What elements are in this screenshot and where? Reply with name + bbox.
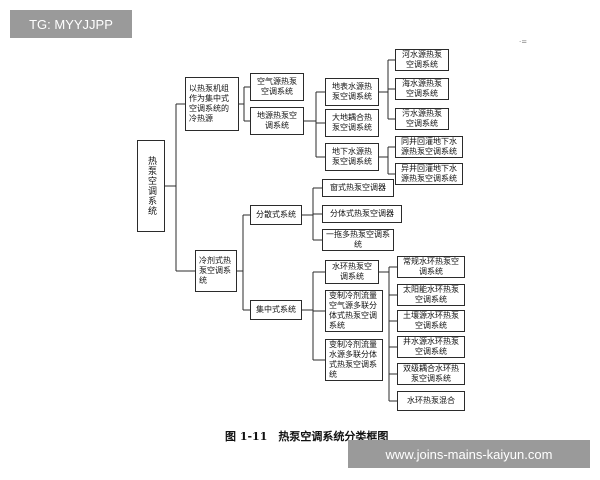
node-same-well: 同井回灌地下水源热泵空调系统 [395,136,463,158]
node-distributed: 分散式系统 [250,205,302,225]
node-solar-loop: 太阳能水环热泵空调系统 [397,284,465,306]
node-ground-coupled: 大地耦合热泵空调系统 [325,109,379,137]
node-well-loop: 井水源水环热泵空调系统 [397,336,465,358]
node-water-loop: 水环热泵空调系统 [325,260,379,284]
watermark-top-left: TG: MYYJJPP [10,10,132,38]
node-window: 窗式热泵空调器 [322,179,394,197]
node-sea: 海水源热泵空调系统 [395,78,449,100]
corner-mark: ·= [519,38,528,46]
node-root: 热泵空调系统 [137,140,165,232]
node-sewage: 污水源热泵空调系统 [395,108,449,130]
node-dual-loop: 双级耦合水环热泵空调系统 [397,363,465,385]
node-refrigerant: 冷剂式热泵空调系统 [195,250,237,292]
node-groundwater: 地下水源热泵空调系统 [325,143,379,171]
node-split: 分体式热泵空调器 [322,205,402,223]
node-soil-loop: 土壤源水环热泵空调系统 [397,310,465,332]
node-vrf-air: 变制冷剂流量空气源多联分体式热泵空调系统 [325,290,383,332]
node-air-source: 空气源热泵空调系统 [250,73,304,101]
node-conventional-loop: 常规水环热泵空调系统 [397,256,465,278]
node-surface-water: 地表水源热泵空调系统 [325,78,379,106]
node-ground-source: 地源热泵空调系统 [250,107,304,135]
node-multi-split: 一拖多热泵空调系统 [322,229,394,251]
node-vrf-water: 变制冷剂流量水源多联分体式热泵空调系统 [325,339,383,381]
node-river: 河水源热泵空调系统 [395,49,449,71]
watermark-bottom-right: www.joins-mains-kaiyun.com [348,440,590,468]
node-central: 以热泵机组作为集中式空调系统的冷热源 [185,77,239,131]
node-diff-well: 异井回灌地下水源热泵空调系统 [395,163,463,185]
node-centralized: 集中式系统 [250,300,302,320]
figure-caption: 图 1-11 热泵空调系统分类框图 [225,430,389,443]
node-hybrid-loop: 水环热泵混合 [397,391,465,411]
